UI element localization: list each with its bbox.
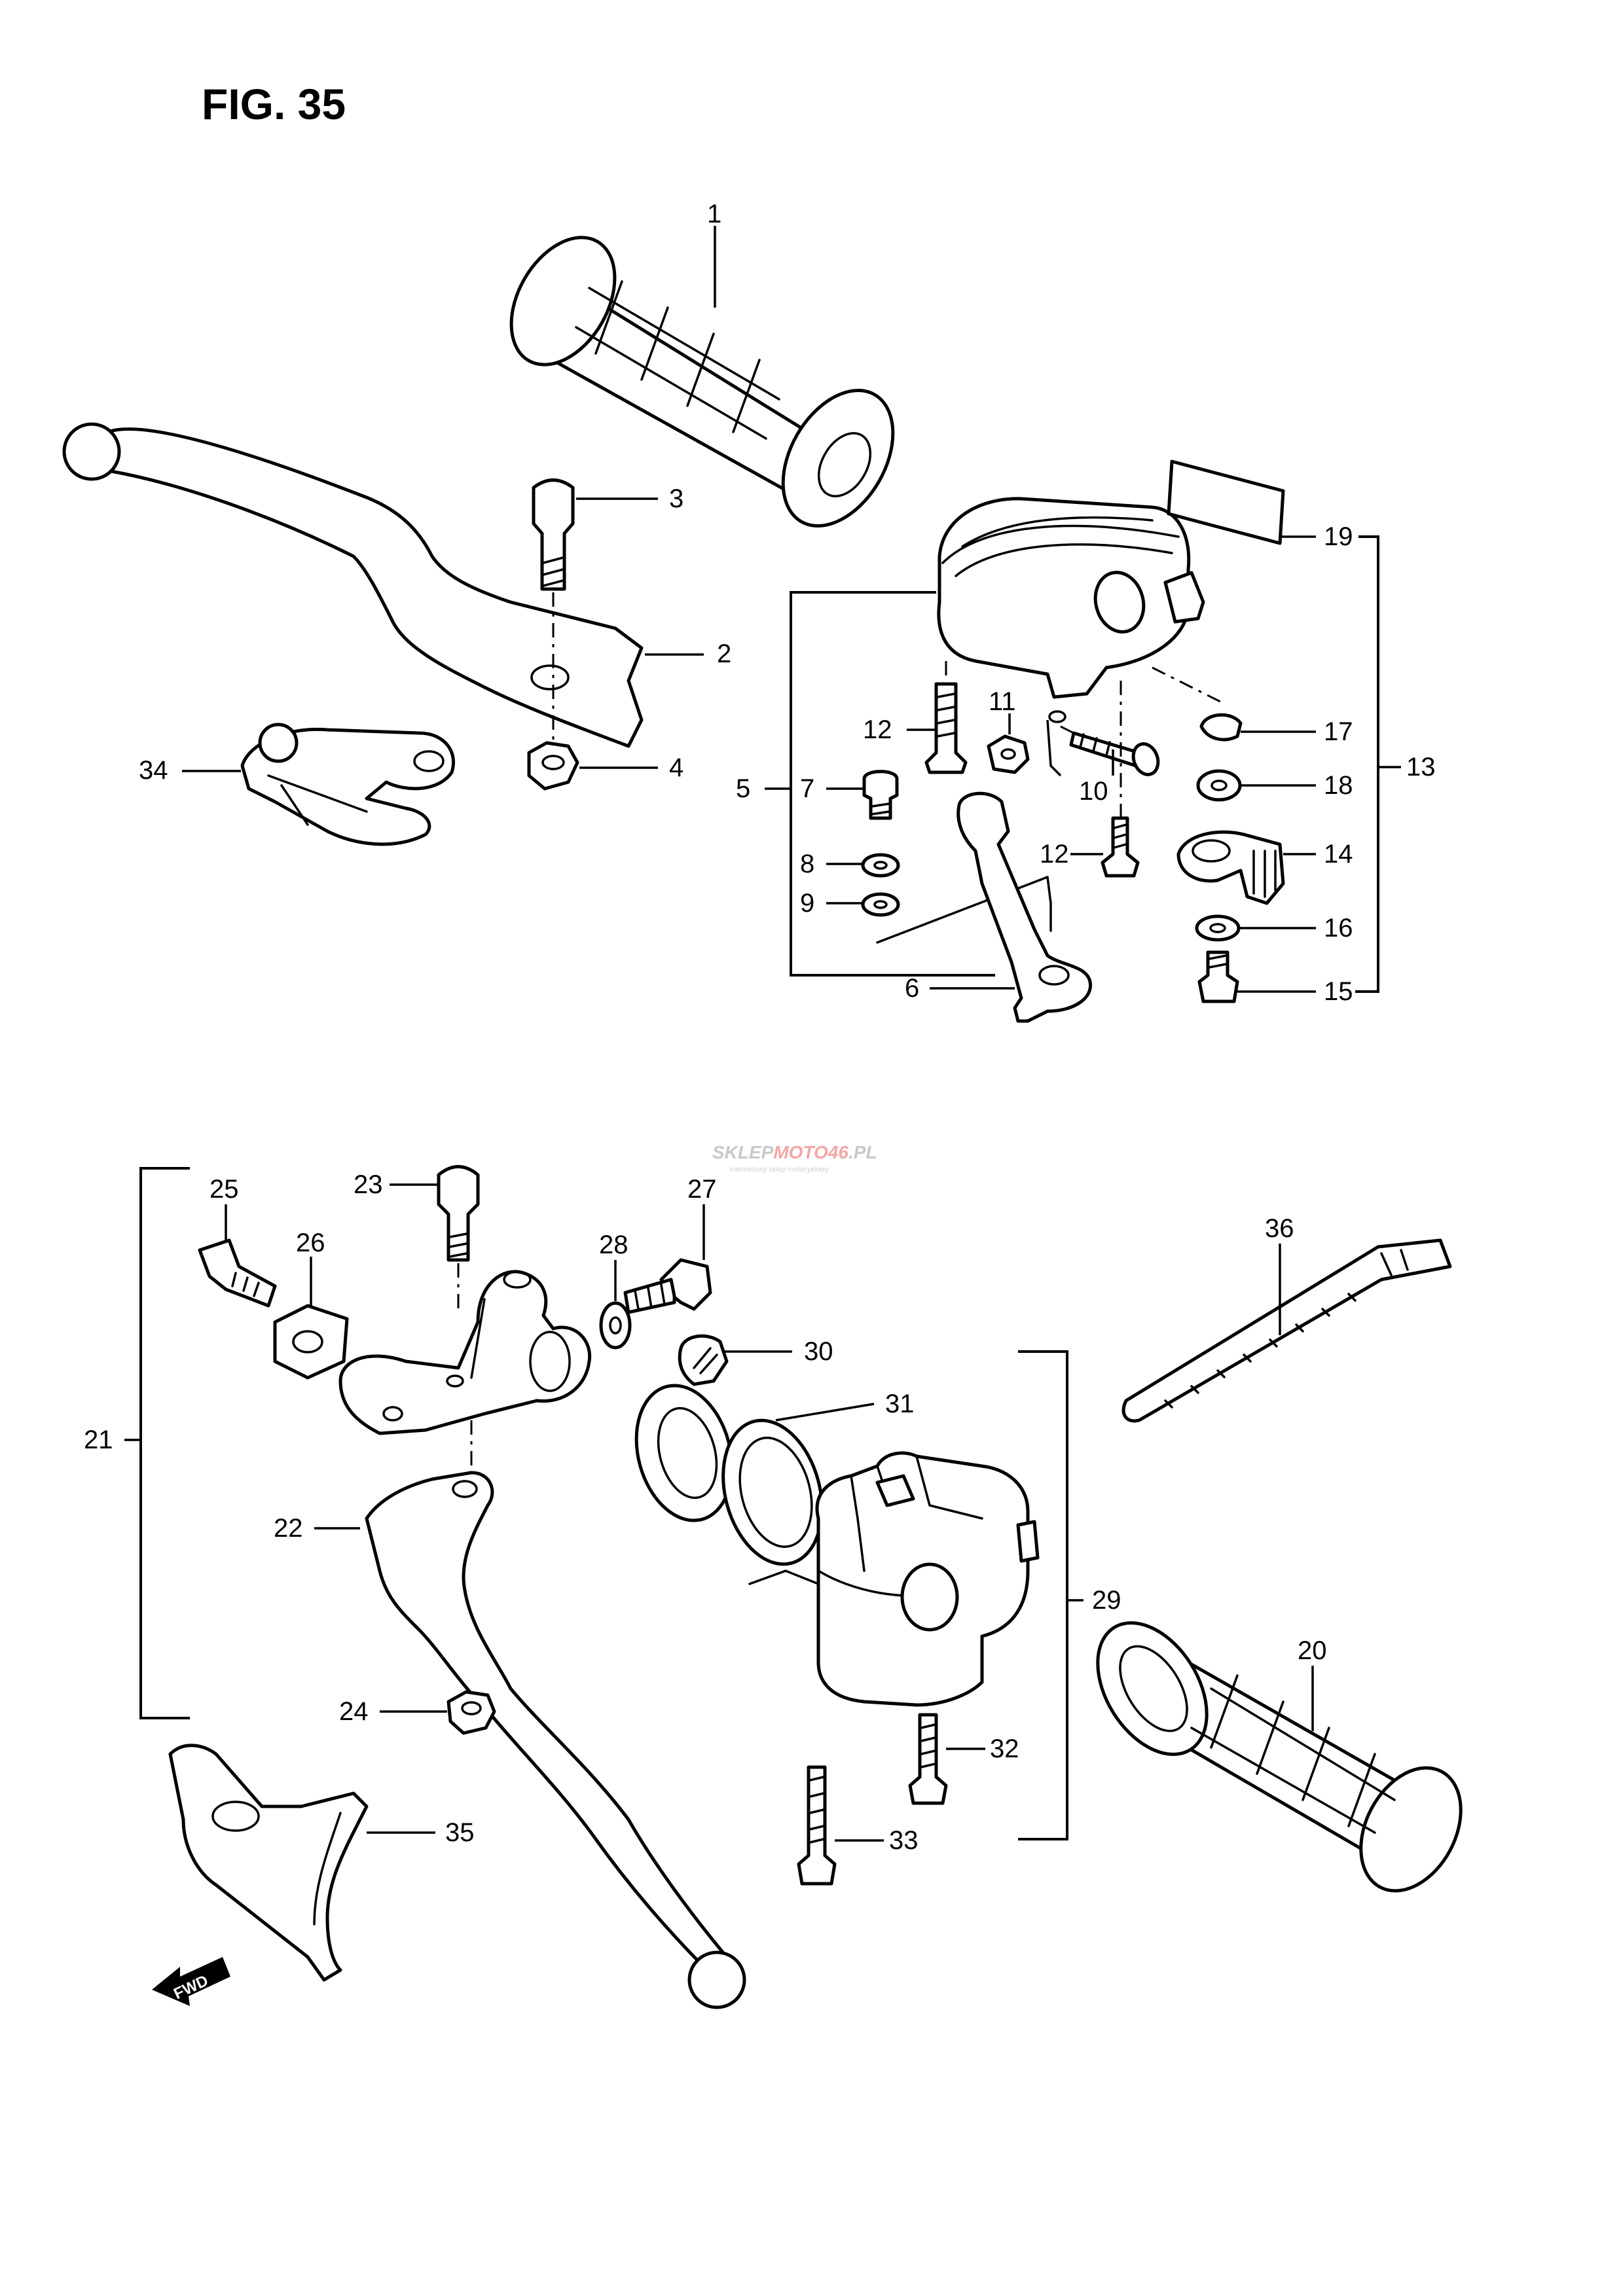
callout-11: 11 <box>989 687 1016 716</box>
part-18-washer <box>1196 769 1242 802</box>
assembly-line-6 <box>876 876 1052 944</box>
part-32-screw <box>908 1713 948 1805</box>
callout-7: 7 <box>800 774 814 803</box>
bracket-21 <box>139 1167 190 1719</box>
callout-10: 10 <box>1079 777 1108 806</box>
watermark-tagline: internetowy sklep motocyklowy <box>730 1166 830 1174</box>
callout-32: 32 <box>990 1734 1019 1763</box>
part-14-cam <box>1176 830 1285 905</box>
part-12a-screw <box>924 682 968 774</box>
callout-23: 23 <box>354 1170 383 1199</box>
part-27-screw <box>623 1258 712 1314</box>
part-22-clutch-lever <box>365 1471 746 2009</box>
part-1-grip <box>509 236 895 528</box>
bracket-5 <box>790 591 995 977</box>
callout-1: 1 <box>707 200 721 228</box>
callout-17: 17 <box>1324 717 1353 746</box>
part-36-strap <box>1121 1238 1452 1423</box>
part-8-washer <box>861 853 900 878</box>
fwd-arrow-icon: FWD <box>152 1957 230 2006</box>
part-7-screw <box>862 770 899 820</box>
callout-12a: 12 <box>863 715 892 744</box>
part-21-lever-holder <box>338 1270 592 1435</box>
dashline-17 <box>1152 666 1225 705</box>
part-13-throttle-housing <box>937 497 1205 723</box>
part-28-washer <box>599 1301 632 1350</box>
part-26-locknut <box>273 1304 349 1380</box>
part-29-switch-housing <box>748 1451 1040 1707</box>
part-16-washer <box>1195 914 1241 942</box>
callout-18: 18 <box>1324 771 1353 800</box>
part-9-washer <box>861 892 900 917</box>
callout-21: 21 <box>84 1426 113 1454</box>
part-17-clip <box>1199 713 1243 742</box>
part-4-nut <box>527 741 579 791</box>
part-10-screw <box>1069 731 1160 776</box>
callout-26: 26 <box>296 1229 325 1257</box>
callout-5: 5 <box>736 774 750 803</box>
bracket-29 <box>1018 1350 1068 1840</box>
watermark-num: 46 <box>828 1142 849 1162</box>
part-6-throttle-lever <box>956 791 1093 1023</box>
part-11-nut <box>987 734 1030 774</box>
callout-6: 6 <box>905 974 919 1003</box>
callout-14: 14 <box>1324 840 1353 869</box>
part-3-pivot-bolt <box>532 478 575 591</box>
bracket-13 <box>1355 535 1379 993</box>
callout-4: 4 <box>669 753 683 782</box>
callout-16: 16 <box>1324 914 1353 942</box>
callout-29: 29 <box>1092 1586 1121 1615</box>
part-15-screw <box>1197 950 1239 1003</box>
watermark-prefix: SKLEP <box>712 1142 774 1162</box>
svg-text:SKLEPMOTO46.PL: SKLEPMOTO46.PL <box>712 1142 877 1162</box>
callout-24: 24 <box>339 1697 369 1726</box>
callout-9: 9 <box>800 889 814 918</box>
part-24-nut <box>446 1690 496 1735</box>
callout-15: 15 <box>1324 977 1353 1006</box>
figure-title: FIG. 35 <box>202 80 346 128</box>
part-30-cable-guide <box>678 1334 729 1386</box>
watermark: SKLEPMOTO46.PL internetowy sklep motocyk… <box>712 1142 877 1174</box>
dashline-10 <box>1060 725 1074 734</box>
part-30-ring <box>634 1384 734 1522</box>
part-25-adjuster <box>198 1238 277 1308</box>
callout-22: 22 <box>274 1514 303 1543</box>
part-20-grip <box>1096 1621 1463 1893</box>
callout-2: 2 <box>717 639 731 668</box>
callout-35: 35 <box>445 1818 475 1847</box>
part-33-screw <box>797 1765 837 1886</box>
callout-8: 8 <box>800 850 814 878</box>
watermark-mid: MOTO <box>773 1142 828 1162</box>
part-19-label <box>1167 459 1285 545</box>
callout-20: 20 <box>1298 1636 1327 1665</box>
part-2-lever <box>62 422 644 748</box>
part-12b-screw <box>1101 816 1140 878</box>
callout-36: 36 <box>1265 1214 1294 1243</box>
callout-27: 27 <box>687 1175 717 1204</box>
callout-3: 3 <box>669 484 683 513</box>
callout-30: 30 <box>804 1337 833 1366</box>
watermark-suffix: .PL <box>848 1142 877 1162</box>
leader-31 <box>775 1403 875 1422</box>
callout-12b: 12 <box>1040 840 1069 869</box>
leader-11b <box>1046 719 1062 777</box>
part-34-bracket <box>240 723 456 846</box>
callout-34: 34 <box>139 756 168 785</box>
callout-28: 28 <box>599 1230 628 1259</box>
part-35-cover <box>168 1744 369 1982</box>
callout-19: 19 <box>1324 522 1353 551</box>
part-23-pivot-bolt <box>437 1165 480 1262</box>
callout-31: 31 <box>885 1390 915 1418</box>
callout-13: 13 <box>1406 753 1436 781</box>
part-31-seal <box>721 1418 824 1566</box>
callout-33: 33 <box>889 1826 919 1855</box>
callout-25: 25 <box>209 1175 239 1204</box>
